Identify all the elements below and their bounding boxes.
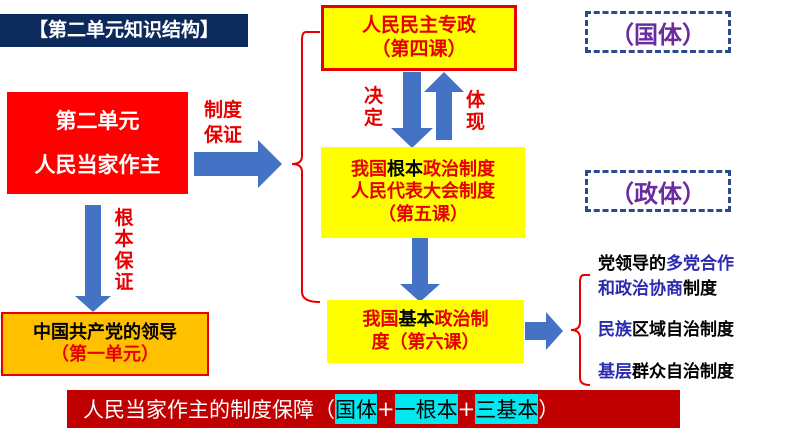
- label-char: 体: [466, 89, 486, 111]
- tag-guoti: （国体）: [585, 11, 731, 53]
- arrow-down-party: [75, 205, 111, 312]
- label-char: 保: [114, 249, 134, 272]
- basic-system-item-1: 党领导的多党合作 和政治协商制度: [598, 252, 734, 301]
- party-line2: （第一单元）: [51, 344, 159, 365]
- text-seg: 民族: [598, 320, 632, 340]
- text-seg: 和政治协商: [598, 278, 683, 299]
- dictatorship-line1: 人民民主专政: [361, 14, 476, 37]
- label-tixian: 体 现: [466, 89, 488, 134]
- summary-prefix: 人民当家作主的制度保障（: [83, 398, 335, 422]
- label-char: 决: [364, 85, 384, 107]
- summary-suffix: ）: [538, 398, 560, 422]
- text-seg: 根本: [387, 158, 423, 180]
- text-seg: 区域自治制度: [632, 320, 734, 340]
- label-char: 定: [364, 106, 384, 129]
- main-topic-box: 第二单元 人民当家作主: [7, 92, 188, 194]
- label-jueding: 决 定: [364, 85, 386, 130]
- text-seg: 我国: [362, 309, 399, 330]
- label-line: 保证: [204, 123, 243, 146]
- dictatorship-box: 人民民主专政 （第四课）: [321, 5, 517, 71]
- dictatorship-line2: （第四课）: [371, 38, 467, 60]
- label-line: 制度: [204, 99, 243, 121]
- party-line1: 中国共产党的领导: [33, 321, 177, 343]
- label-char: 现: [466, 110, 486, 133]
- arrow-down-basic: [400, 238, 440, 302]
- tag-zhengti: （政体）: [585, 170, 731, 212]
- basic-line1: 我国基本政治制: [363, 309, 489, 332]
- text-seg: 多党合作: [666, 254, 734, 274]
- summary-plus: +: [457, 397, 476, 421]
- summary-bar: 人民当家作主的制度保障（国体+一根本+三基本）: [67, 390, 680, 428]
- brace-right: [570, 274, 591, 386]
- arrow-right-basic: [525, 312, 563, 350]
- summary-yi-genben: 一根本: [394, 394, 458, 424]
- summary-san-jiben: 三基本: [475, 394, 539, 424]
- text-seg: 政治制度: [423, 158, 495, 180]
- text-seg: 党领导的: [598, 254, 666, 274]
- basic-system-item-3: 基层群众自治制度: [598, 360, 734, 386]
- fundamental-line1: 我国根本政治制度: [351, 159, 495, 182]
- fundamental-line2: 人民代表大会制度: [351, 181, 495, 203]
- brace-left: [291, 31, 321, 303]
- text-seg: 制度: [683, 278, 717, 299]
- label-char: 根: [114, 207, 134, 229]
- basic-system-box: 我国基本政治制 度（第六课）: [327, 300, 524, 363]
- text-seg: 群众自治制度: [632, 362, 734, 382]
- text-seg: 基层: [598, 362, 632, 382]
- fundamental-system-box: 我国根本政治制度 人民代表大会制度 （第五课）: [321, 147, 525, 238]
- basic-system-item-2: 民族区域自治制度: [598, 318, 734, 344]
- party-leadership-box: 中国共产党的领导 （第一单元）: [1, 312, 209, 376]
- arrow-up-tixian: [424, 72, 464, 140]
- text-seg: 基本: [398, 309, 435, 330]
- main-topic-line1: 第二单元: [55, 108, 140, 133]
- label-genben-baozheng: 根 本 保 证: [113, 207, 135, 293]
- basic-line2: 度（第六课）: [371, 331, 480, 353]
- text-seg: 政治制: [434, 309, 489, 330]
- text-seg: 我国: [351, 158, 387, 180]
- arrow-right-main: [194, 140, 282, 188]
- section-title: 【第二单元知识结构】: [0, 14, 248, 47]
- summary-guoti: 国体: [335, 394, 377, 424]
- fundamental-line3: （第五课）: [378, 203, 468, 225]
- label-zhidu-baozheng: 制度 保证: [204, 98, 242, 147]
- arrow-down-jueding: [391, 72, 433, 148]
- main-topic-line2: 人民当家作主: [34, 153, 161, 177]
- summary-plus: +: [377, 397, 395, 421]
- label-char: 本: [114, 228, 134, 251]
- label-char: 证: [114, 270, 134, 293]
